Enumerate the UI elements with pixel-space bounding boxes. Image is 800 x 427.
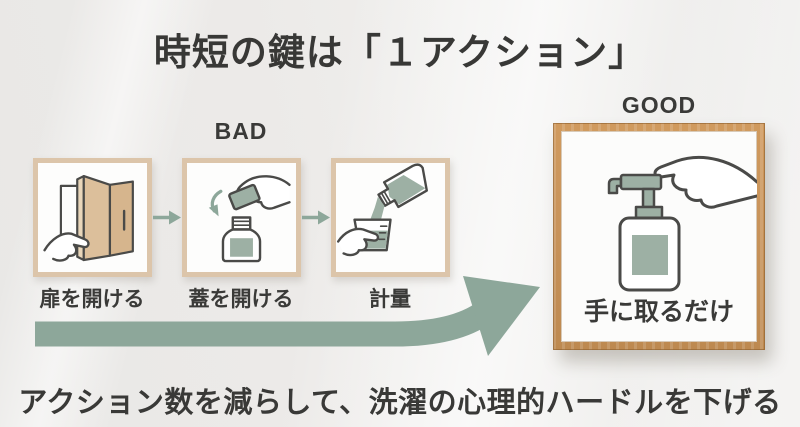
- pump-bottle-icon: [607, 155, 757, 292]
- big-right-arrow-icon: [35, 276, 540, 356]
- bad-label: BAD: [214, 118, 268, 144]
- bad-step-label-1: 扉を開ける: [39, 288, 145, 311]
- right-arrow-icon: [153, 210, 181, 225]
- page-title: 時短の鍵は「１アクション」: [153, 32, 647, 73]
- measuring-pour-icon: [336, 163, 428, 257]
- right-arrow-icon: [302, 210, 330, 225]
- footer-message: アクション数を減らして、洗濯の心理的ハードルを下げる: [18, 387, 782, 419]
- bad-step-frame-1: [33, 158, 152, 277]
- good-step-label: 手に取るだけ: [583, 298, 734, 326]
- bad-step-frame-2: [182, 158, 301, 277]
- door-open-icon: [43, 174, 134, 262]
- good-label: GOOD: [621, 92, 697, 118]
- bad-step-frame-3: [331, 158, 450, 277]
- bad-step-label-3: 計量: [369, 288, 411, 311]
- good-step-frame: 手に取るだけ: [553, 123, 765, 350]
- cap-open-icon: [208, 175, 291, 263]
- bad-step-label-2: 蓋を開ける: [188, 288, 294, 311]
